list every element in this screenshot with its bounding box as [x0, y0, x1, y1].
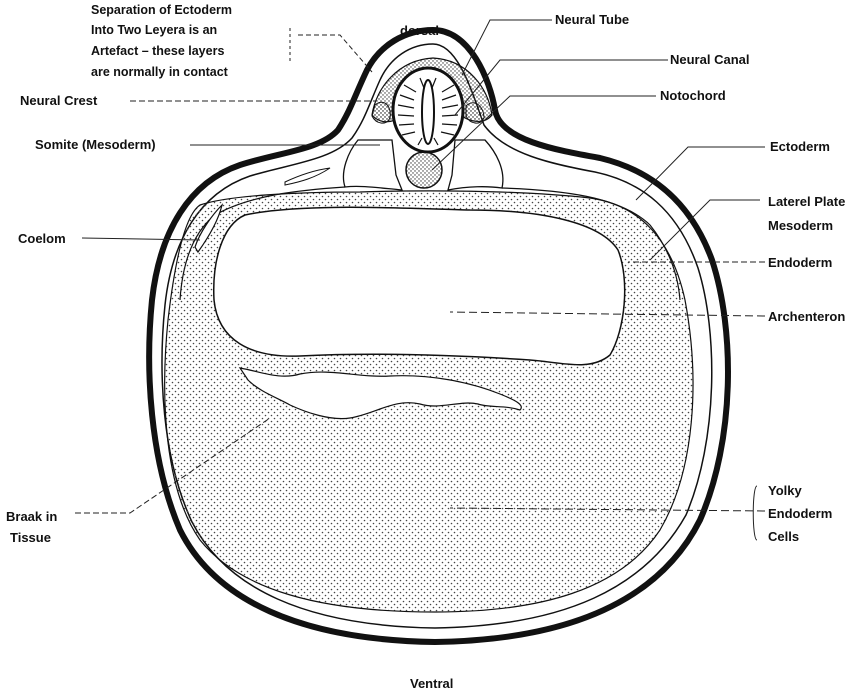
- label-lateral-plate-2: Mesoderm: [768, 218, 833, 233]
- label-neural-crest: Neural Crest: [20, 93, 98, 108]
- neural-crest-left: [372, 102, 390, 123]
- note-line-1: Separation of Ectoderm: [91, 3, 232, 17]
- note-line-2: Into Two Leyera is an: [91, 23, 217, 37]
- label-dorsal: dorsal: [400, 23, 439, 38]
- label-yolky-1: Yolky: [768, 483, 802, 498]
- label-neural-canal: Neural Canal: [670, 52, 749, 67]
- label-break-1: Braak in: [6, 509, 57, 524]
- label-yolky-2: Endoderm: [768, 506, 832, 521]
- label-endoderm: Endoderm: [768, 255, 832, 270]
- label-coelom: Coelom: [18, 231, 66, 246]
- notochord: [406, 152, 442, 188]
- label-archenteron: Archenteron: [768, 309, 845, 324]
- label-neural-tube: Neural Tube: [555, 12, 629, 27]
- note-line-4: are normally in contact: [91, 65, 229, 79]
- archenteron-cavity: [214, 207, 625, 364]
- somite-left: [343, 140, 402, 190]
- label-ectoderm: Ectoderm: [770, 139, 830, 154]
- label-lateral-plate-1: Laterel Plate: [768, 194, 845, 209]
- label-yolky-3: Cells: [768, 529, 799, 544]
- label-break-2: Tissue: [10, 530, 51, 545]
- label-ventral: Ventral: [410, 676, 453, 691]
- note-line-3: Artefact – these layers: [91, 44, 224, 58]
- neural-canal: [422, 80, 434, 144]
- label-notochord: Notochord: [660, 88, 726, 103]
- coelom-slit-upper: [285, 168, 330, 185]
- label-somite: Somite (Mesoderm): [35, 137, 156, 152]
